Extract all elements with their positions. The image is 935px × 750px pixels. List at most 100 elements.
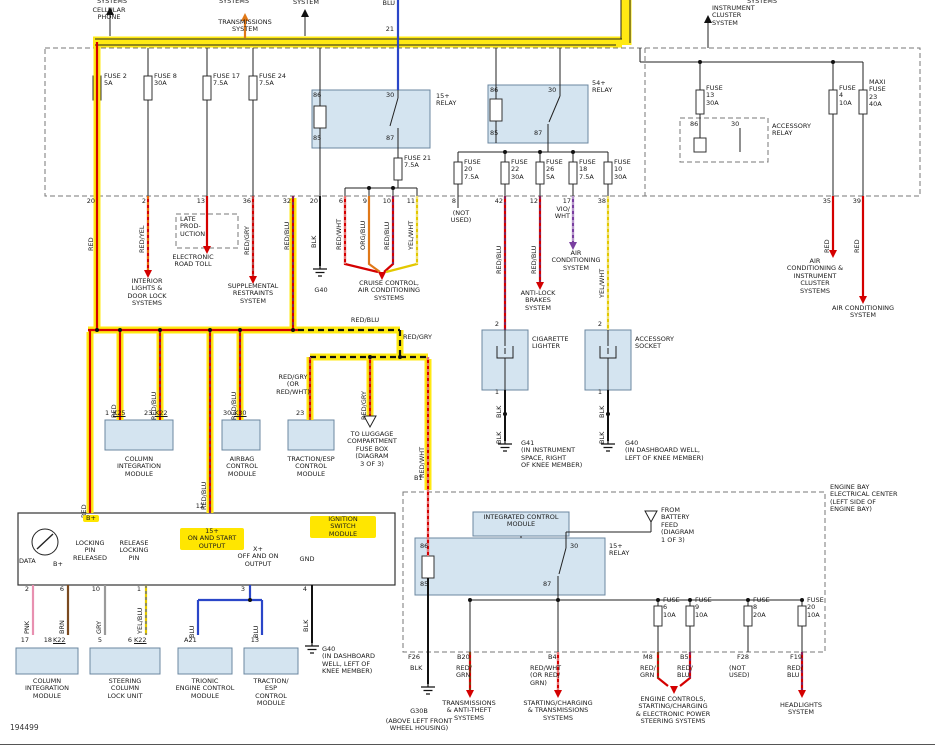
wire-color-label: ORG/BLU: [359, 220, 367, 250]
g30b-label: G30B: [410, 707, 428, 715]
pin-label: 18: [43, 636, 52, 644]
g30b-location-label: (ABOVE LEFT FRONT WHEEL HOUSING): [385, 717, 453, 733]
connector-label: K22: [53, 636, 66, 644]
pin-label: 30: [223, 409, 232, 417]
dest-transmissions-antitheft: TRANSMISSIONS & ANTI-THEFT SYSTEMS: [442, 699, 496, 722]
dest-ac: AIR CONDITIONING SYSTEM: [551, 249, 601, 272]
dest-abs: ANTI-LOCK BRAKES SYSTEM: [520, 289, 556, 312]
dashed-enclosures: [44, 47, 921, 653]
bundle-red-gry-label: RED/GRY: [403, 333, 432, 341]
pin-label: 32: [282, 197, 291, 205]
accessory-socket-label: ACCESSORY SOCKET: [635, 335, 674, 351]
engine-bay-center-label: ENGINE BAY ELECTRICAL CENTER (LEFT SIDE …: [830, 483, 898, 514]
column-integration-module-label: COLUMN INTEGRATION MODULE: [117, 455, 161, 478]
wire-color-label: BLK: [302, 619, 310, 632]
pin-label: 23: [296, 409, 305, 417]
not-used-label: (NOT USED): [450, 209, 472, 225]
pin-label: F26: [408, 653, 421, 661]
ign-release-locking-pin: RELEASE LOCKING PIN: [119, 539, 149, 562]
wire-color-label: RED/WHT: [335, 218, 343, 250]
dest-road-toll: ELECTRONIC ROAD TOLL: [172, 253, 214, 269]
fuse-4-label: FUSE 4 10A: [839, 84, 856, 107]
pin-label: 11: [406, 197, 415, 205]
wire-color-label: RED/ GRN: [456, 664, 472, 680]
connector-label: K25: [113, 409, 126, 417]
ign-module-title: IGNITION SWITCH MODULE: [310, 515, 376, 539]
cellular-phone-label: CELLULAR PHONE: [92, 6, 126, 22]
wire-color-label: RED: [87, 237, 95, 251]
fuse-26-label: FUSE 26 5A: [546, 158, 563, 181]
relay2-pin-85: 85: [490, 129, 499, 137]
pin-label: 5: [97, 636, 102, 644]
battery-feed-triangle: [644, 510, 658, 524]
pin-label: B1: [414, 474, 423, 482]
relay1-pin-86: 86: [313, 91, 322, 99]
dest-ac-2: AIR CONDITIONING SYSTEM: [831, 304, 895, 320]
pin-label: 13: [196, 197, 205, 205]
cigarette-lighter-label: CIGARETTE LIGHTER: [532, 335, 569, 351]
wire-color-label: RED/WHT (OR RED/ GRN): [530, 664, 562, 687]
top-cut-systems-2: SYSTEMS: [218, 0, 250, 5]
relay-15-label: 15+ RELAY: [609, 542, 630, 558]
pin-label: 20: [309, 197, 318, 205]
fuse-17-label: FUSE 17 7.5A: [213, 72, 241, 88]
wire-color-label: BLK: [410, 664, 423, 672]
wire-color-label: PNK: [23, 620, 31, 634]
maxi-fuse-23-label: MAXI FUSE 23 40A: [869, 78, 886, 109]
dest-starting-charging: STARTING/CHARGING & TRANSMISSIONS SYSTEM…: [523, 699, 593, 722]
fuse-20-label: FUSE 20 7.5A: [464, 158, 481, 181]
wire-color-label: BLK: [495, 431, 503, 444]
pin-label: 23: [144, 409, 153, 417]
pin-label: 2: [141, 197, 146, 205]
dest-interior-lights: INTERIOR LIGHTS & DOOR LOCK SYSTEMS: [127, 277, 167, 308]
wire-stripes: [145, 196, 803, 690]
wire-color-label: RED: [853, 239, 861, 253]
wire-color-label: RED/ BLU: [787, 664, 803, 680]
pin-label: 1: [136, 585, 141, 593]
luggage-fusebox-label: TO LUGGAGE COMPARTMENT FUSE BOX (DIAGRAM…: [347, 430, 397, 468]
pin-label: 17: [562, 197, 571, 205]
connector-label: K30: [234, 409, 247, 417]
relay1-pin-87: 87: [386, 134, 395, 142]
pin-label: 2: [24, 585, 29, 593]
g41-location-label: G41 (IN INSTRUMENT SPACE, RIGHT OF KNEE …: [521, 439, 583, 470]
erelay-pin-87: 87: [543, 580, 552, 588]
wire-color-label: RED/BLU: [495, 245, 503, 274]
pin-label: 35: [822, 197, 831, 205]
steering-column-lock-label: STEERING COLUMN LOCK UNIT: [107, 677, 143, 700]
pin-label: 38: [597, 197, 606, 205]
connector-label: K22: [155, 409, 168, 417]
wire-color-label: RED/ BLU: [677, 664, 693, 680]
fuse-10-label: FUSE 10 30A: [614, 158, 631, 181]
ign-data-label: DATA: [19, 557, 36, 565]
wire-color-label: RED/YEL: [138, 225, 146, 253]
g40-location-label: G40 (IN DASHBOARD WELL, LEFT OF KNEE MEM…: [625, 439, 704, 462]
wire-color-label: RED/GRY: [360, 391, 368, 420]
efuse-6-label: FUSE 6 10A: [663, 596, 680, 619]
erelay-pin-85: 85: [420, 580, 429, 588]
acc-relay-pin-86: 86: [690, 120, 699, 128]
wire-color-label: RED: [823, 239, 831, 253]
airbag-module-label: AIRBAG CONTROL MODULE: [226, 455, 258, 478]
wire-color-label: RED/BLU: [383, 221, 391, 250]
pin-label: B5: [680, 653, 689, 661]
pin-label: 12: [529, 197, 538, 205]
fuse-24-label: FUSE 24 7.5A: [259, 72, 287, 88]
erelay-pin-30: 30: [570, 542, 579, 550]
relay1-pin-85: 85: [313, 134, 322, 142]
dest-headlights: HEADLIGHTS SYSTEM: [779, 701, 822, 717]
diagram-number: 194499: [10, 723, 39, 732]
wire-color-label: RED/BLU: [530, 245, 538, 274]
pin-label: 13: [250, 636, 259, 644]
fuse-22-label: FUSE 22 30A: [511, 158, 528, 181]
ign-x-output: X+ OFF AND ON OUTPUT: [237, 545, 279, 568]
ign-locking-pin-released: LOCKING PIN RELEASED: [72, 539, 108, 562]
fuse-21-label: FUSE 21 7.5A: [404, 154, 432, 170]
wire-color-label: BRN: [58, 620, 66, 634]
pin-label: 39: [852, 197, 861, 205]
wire-color-label: GRY: [95, 620, 103, 634]
column-integration-module-label: COLUMN INTEGRATION MODULE: [25, 677, 69, 700]
efuse-9-label: FUSE 9 10A: [695, 596, 712, 619]
pin-label: 2: [494, 320, 499, 328]
